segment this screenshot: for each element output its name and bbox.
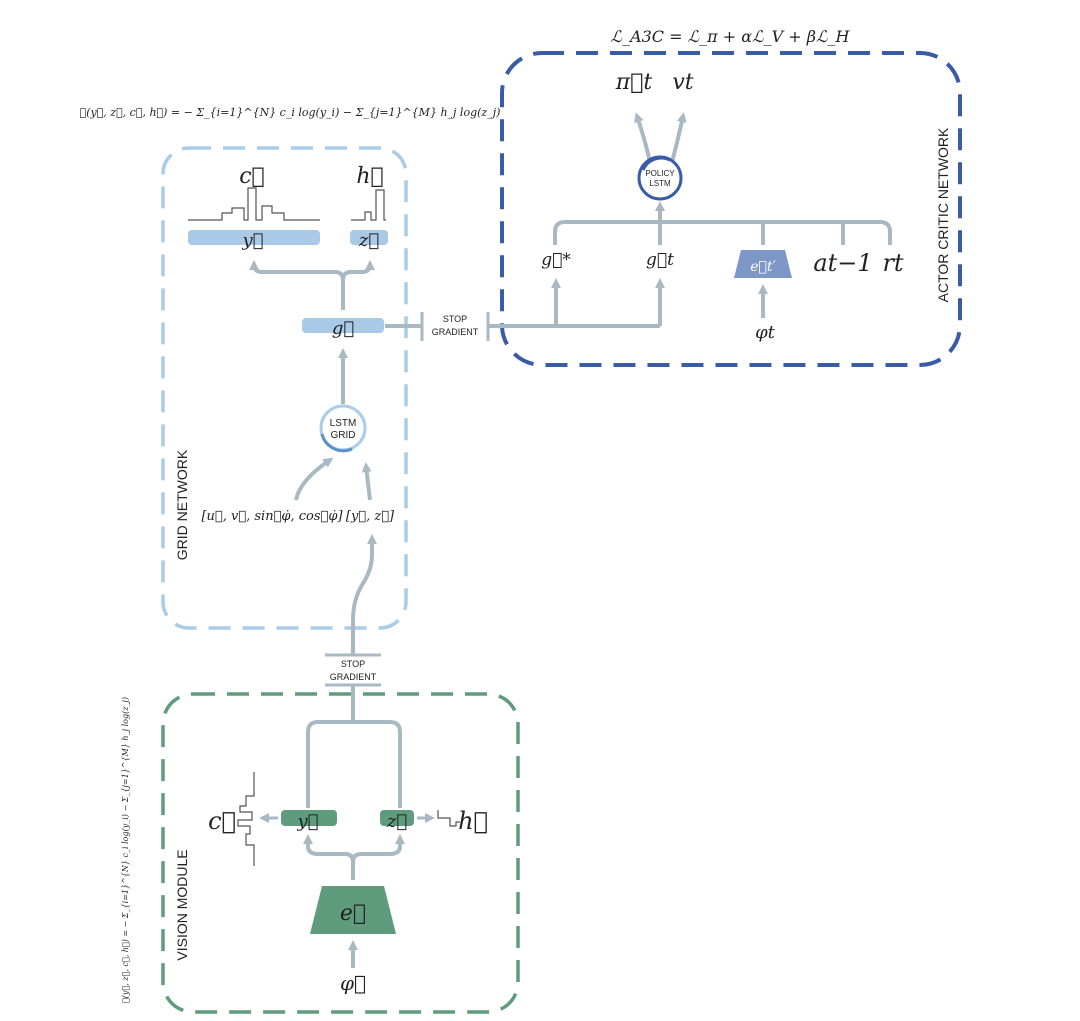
a3c-loss-formula: ℒ_A3C = ℒ_π + αℒ_V + βℒ_H <box>611 27 851 46</box>
grid-network-frame <box>161 146 408 630</box>
vision-merge <box>306 720 402 808</box>
vision-e-encoder <box>310 886 396 934</box>
grid-inputs-label: [u⃗, v⃗, sin⃗φ̇, cos⃗φ̇] <box>201 509 343 524</box>
vision-e-split-y <box>303 834 355 880</box>
actor-critic-frame <box>500 51 962 367</box>
lstm-grid-label-bottom: GRID <box>331 430 356 441</box>
grid-c-label: c⃗ <box>239 164 265 189</box>
vision-phi-label: φ⃗ <box>340 971 366 995</box>
policy-lstm-label-bottom: LSTM <box>649 179 671 188</box>
stop-gradient-box-mid <box>320 656 386 684</box>
phi-t-label: φt <box>755 322 776 343</box>
vision-loss-formula: ℒ(y⃗, z⃗, c⃗, h⃗) = − Σ_{i=1}^{N} c_i lo… <box>121 697 130 1003</box>
stop-gradient-mid-text-1: STOP <box>341 659 365 669</box>
grid-z-bar <box>350 230 388 245</box>
policy-lstm-node <box>637 155 683 201</box>
arrow-inputs-to-lstm <box>294 457 334 501</box>
vision-z-label: z⃗ <box>386 811 407 832</box>
r-t-label: rt <box>882 249 903 277</box>
actor-critic-title: ACTOR CRITIC NETWORK <box>935 127 951 302</box>
g-t-label: g⃗t <box>646 250 674 270</box>
vision-e-split-z <box>351 834 405 863</box>
grid-network-title: GRID NETWORK <box>174 449 190 560</box>
grid-h-histogram <box>351 189 386 221</box>
lstm-grid-label-top: LSTM <box>330 418 357 429</box>
g-star-label: g⃗* <box>541 250 571 270</box>
policy-lstm-label-top: POLICY <box>645 169 675 178</box>
lstm-grid-cycle-icon <box>320 433 353 453</box>
vision-c-label: c⃗ <box>208 807 236 835</box>
policy-lstm-cycle-icon <box>641 156 671 171</box>
e-prime-encoder <box>734 250 792 278</box>
grid-loss-formula: ℒ(y⃗, z⃗, c⃗, h⃗) = − Σ_{i=1}^{N} c_i lo… <box>80 106 501 119</box>
a-t-minus-1-label: at−1 <box>813 249 872 277</box>
vision-e-label: e⃗ <box>340 901 366 926</box>
stop-gradient-top-text-1: STOP <box>443 314 467 324</box>
vision-module-title: VISION MODULE <box>174 849 190 960</box>
grid-g-split-z <box>341 260 375 281</box>
grid-g-label: g⃗ <box>332 318 354 339</box>
grid-yz-label: [y⃗, z⃗] <box>346 509 395 524</box>
vision-y-bar <box>281 810 337 826</box>
vision-module-frame <box>161 692 520 1014</box>
arrow-policy-to-v <box>670 112 687 163</box>
arrow-policy-to-pi <box>634 112 652 163</box>
vision-c-histogram <box>237 772 255 866</box>
arrow-vision-to-grid <box>351 534 377 720</box>
grid-c-histogram <box>188 187 320 221</box>
e-t-prime-label: e⃗t′ <box>750 259 776 275</box>
vision-z-bar <box>380 810 414 826</box>
grid-g-split <box>249 260 345 310</box>
grid-y-label: y⃗ <box>242 230 264 251</box>
arrow-yz-to-lstm <box>361 462 372 501</box>
stop-gradient-box-top <box>422 310 488 342</box>
grid-h-label: h⃗ <box>356 164 383 189</box>
stop-gradient-mid-text-2: GRADIENT <box>330 672 377 682</box>
v-t-label: vt <box>672 70 693 95</box>
vision-h-label: h⃗ <box>458 807 488 835</box>
grid-y-bar <box>188 230 320 245</box>
vision-h-histogram <box>437 810 460 827</box>
grid-z-label: z⃗ <box>358 230 379 251</box>
stop-gradient-top-text-2: GRADIENT <box>432 327 479 337</box>
policy-input-merge <box>553 220 892 245</box>
grid-g-bar <box>302 318 384 333</box>
pi-t-label: π⃗t <box>615 70 653 95</box>
vision-y-label: y⃗ <box>297 811 319 832</box>
